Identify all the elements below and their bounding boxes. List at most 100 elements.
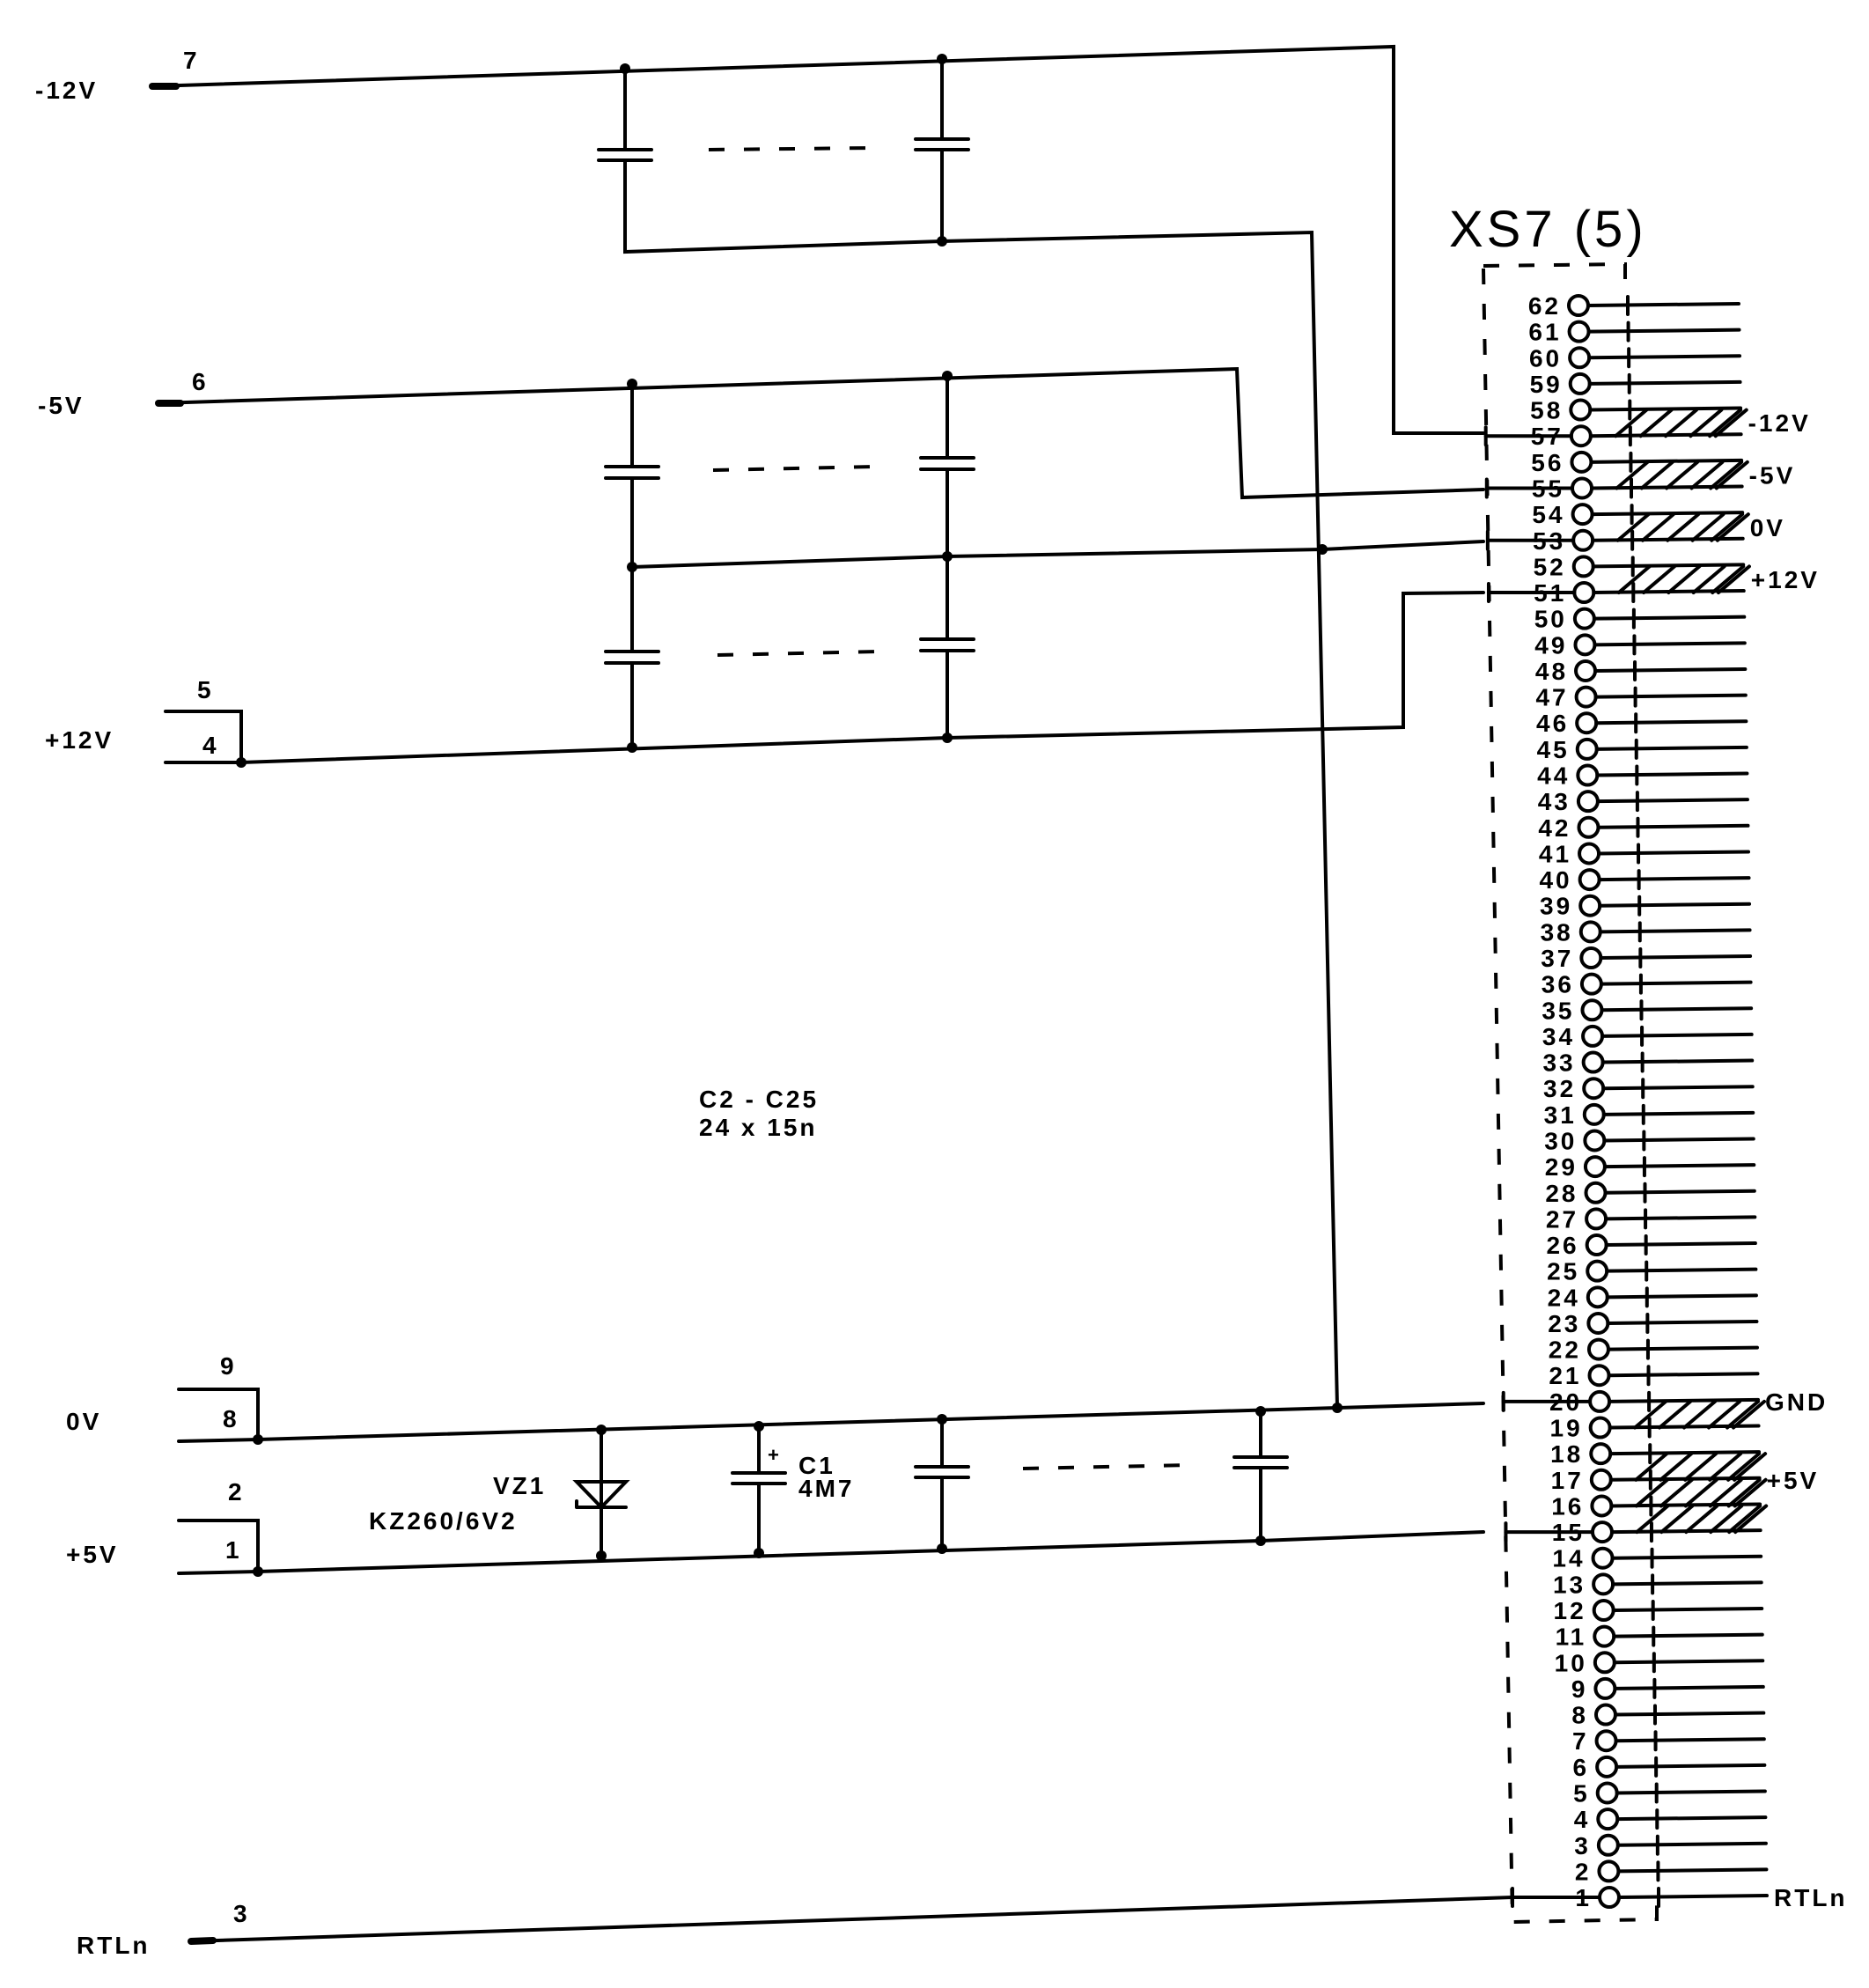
pin-wire: [1586, 302, 1740, 307]
pin-circle: [1571, 476, 1594, 500]
pin-label: 41: [1539, 840, 1571, 867]
rail-0v: 0V 9 8: [66, 1352, 1485, 1445]
pin-label: 29: [1545, 1153, 1578, 1181]
pin-circle: [1576, 790, 1600, 814]
connector-net-label: -12V: [1748, 409, 1811, 437]
pin-wire: [1606, 1345, 1759, 1351]
pin-circle: [1583, 1129, 1607, 1152]
pin-label: 34: [1542, 1023, 1575, 1050]
pin-label: 5: [1573, 1779, 1590, 1807]
pin-label: 62: [1528, 292, 1561, 320]
pin-circle: [1574, 685, 1598, 709]
pin-wire: [1615, 1815, 1768, 1822]
pin-wire: [1601, 1110, 1755, 1116]
pin-label: 47: [1535, 684, 1568, 711]
connector-net-label: -5V: [1749, 461, 1796, 489]
pin-wire: [1608, 1450, 1762, 1456]
pin-circle: [1582, 1102, 1606, 1126]
pin-circle: [1568, 372, 1592, 395]
pin-number: 8: [223, 1405, 239, 1432]
pin-label: 32: [1543, 1075, 1576, 1102]
pin-circle: [1579, 946, 1603, 969]
pin-circle: [1597, 1859, 1621, 1883]
pin-circle: [1596, 1808, 1620, 1831]
pin-wire: [1594, 719, 1748, 725]
pin-circle: [1572, 581, 1596, 605]
pin-label: 3: [1574, 1832, 1591, 1859]
pin-number: 5: [197, 676, 214, 703]
pin-label: 39: [1540, 893, 1572, 920]
pin-wire: [1613, 1711, 1766, 1717]
rail-plus5v: +5V 2 1: [66, 1478, 1485, 1577]
pin-wire: [1607, 1372, 1760, 1378]
pin-wire: [1600, 1006, 1754, 1012]
pin-label: 44: [1537, 762, 1570, 790]
pin-wire: [1597, 876, 1751, 882]
pin-circle: [1594, 1729, 1618, 1753]
pin-circle: [1590, 1520, 1614, 1544]
net-label: -12V: [35, 77, 98, 104]
pin-wire: [1616, 1867, 1769, 1874]
pin-wire: [1601, 1085, 1755, 1091]
net-label: +5V: [66, 1541, 119, 1568]
hatch-bridge: [1634, 1452, 1768, 1482]
pin-number: 4: [202, 732, 219, 759]
pin-circle: [1595, 1781, 1619, 1805]
pin-label: 23: [1548, 1310, 1580, 1337]
pin-circle: [1581, 1050, 1605, 1074]
pin-wire: [1589, 458, 1744, 464]
c1-polarity: +: [768, 1444, 782, 1466]
pin-circle: [1567, 320, 1591, 343]
pin-circle: [1586, 1337, 1610, 1361]
pin-label: 42: [1538, 814, 1571, 842]
pin-circle: [1595, 1755, 1619, 1778]
pin-circle: [1576, 763, 1600, 787]
pin-circle: [1593, 1676, 1617, 1700]
pin-wire: [1598, 928, 1752, 934]
pin-label: 10: [1555, 1649, 1587, 1676]
pin-wire: [1597, 850, 1751, 856]
pin-number: 7: [183, 47, 200, 74]
pin-circle: [1578, 920, 1602, 944]
capacitor-group-2: [604, 371, 1485, 753]
pin-label: 12: [1554, 1597, 1586, 1624]
pin-label: 43: [1538, 788, 1571, 815]
pin-label: 21: [1549, 1362, 1581, 1389]
pin-circle: [1588, 1416, 1612, 1439]
zener-value: KZ260/6V2: [369, 1507, 518, 1535]
hatch-bridge: [1615, 512, 1750, 542]
hatch-bridge: [1633, 1399, 1767, 1430]
pin-number: 6: [192, 368, 209, 395]
pin-circle: [1568, 346, 1592, 370]
pin-circle: [1571, 528, 1595, 552]
pin-wire: [1586, 328, 1741, 334]
pin-circle: [1582, 1077, 1606, 1101]
pin-wire: [1591, 563, 1746, 569]
pin-label: 49: [1534, 631, 1567, 659]
pin-label: 50: [1534, 606, 1567, 633]
pin-circle: [1588, 1389, 1612, 1413]
pin-circle: [1591, 1546, 1615, 1570]
pin-wire: [1600, 1058, 1755, 1064]
zener-diode-vz1: VZ1 KZ260/6V2: [369, 1425, 630, 1561]
pin-label: 38: [1541, 918, 1573, 946]
net-label: +12V: [45, 726, 114, 754]
pin-wire: [1615, 1841, 1768, 1847]
pin-label: 19: [1550, 1415, 1583, 1442]
capacitor-c1: + C1 4M7: [731, 1421, 851, 1558]
pin-wire: [1602, 1137, 1755, 1143]
pin-number: 1: [225, 1536, 242, 1564]
connector-net-label: 0V: [1750, 514, 1785, 541]
pin-wire: [1610, 1554, 1763, 1560]
pin-label: 14: [1552, 1545, 1585, 1572]
pin-label: 59: [1530, 371, 1563, 398]
pin-circle: [1586, 1285, 1609, 1309]
pin-label: 28: [1545, 1180, 1578, 1207]
pin-label: 18: [1550, 1440, 1583, 1468]
pin-label: 54: [1532, 501, 1564, 528]
pin-label: 4: [1574, 1806, 1591, 1833]
capacitor-group-1: [597, 54, 1339, 1410]
pin-circle: [1572, 607, 1596, 630]
zener-ref: VZ1: [493, 1472, 546, 1499]
